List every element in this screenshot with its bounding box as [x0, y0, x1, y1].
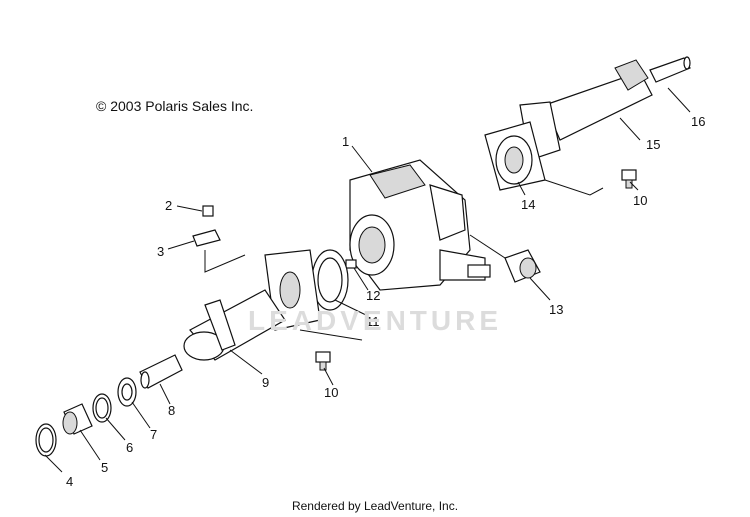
part-8-shaft: [139, 354, 183, 389]
callout-labels: 1 2 3 4 5 6 7 8 9 10 10 11 12 13 14 15 1…: [66, 114, 705, 489]
watermark-text: LEADVENTURE: [248, 305, 503, 336]
part-14-flange: [484, 121, 546, 191]
callout-4: 4: [66, 474, 73, 489]
callout-10-upper: 10: [633, 193, 647, 208]
part-3-clip: [192, 229, 221, 247]
part-9-housing: [183, 249, 321, 361]
leader-lines: [44, 87, 691, 473]
callout-12: 12: [366, 288, 380, 303]
rendered-by-footer: Rendered by LeadVenture, Inc.: [291, 499, 459, 513]
callout-16: 16: [691, 114, 705, 129]
part-11-seal: [311, 249, 349, 311]
callout-10-lower: 10: [324, 385, 338, 400]
part-12-pin: [345, 259, 357, 269]
part-2-screw: [202, 205, 214, 217]
callout-2: 2: [165, 198, 172, 213]
part-6-oring: [92, 393, 112, 423]
callout-5: 5: [101, 460, 108, 475]
part-10-bolt-lower: [315, 351, 331, 371]
callout-3: 3: [157, 244, 164, 259]
callout-8: 8: [168, 403, 175, 418]
part-4-snap-ring: [35, 423, 57, 457]
callout-7: 7: [150, 427, 157, 442]
callout-1: 1: [342, 134, 349, 149]
part-5-bearing: [62, 403, 93, 435]
callout-13: 13: [549, 302, 563, 317]
callout-6: 6: [126, 440, 133, 455]
callout-9: 9: [262, 375, 269, 390]
part-1-differential-housing: [349, 159, 491, 291]
part-7-washer: [117, 377, 137, 407]
part-13-coupler: [504, 249, 541, 283]
callout-15: 15: [646, 137, 660, 152]
part-15-axle-housing: [519, 59, 653, 161]
callout-11: 11: [366, 314, 380, 329]
copyright-notice: © 2003 Polaris Sales Inc.: [96, 98, 254, 114]
callout-14: 14: [521, 197, 535, 212]
part-16-shaft: [649, 56, 691, 83]
